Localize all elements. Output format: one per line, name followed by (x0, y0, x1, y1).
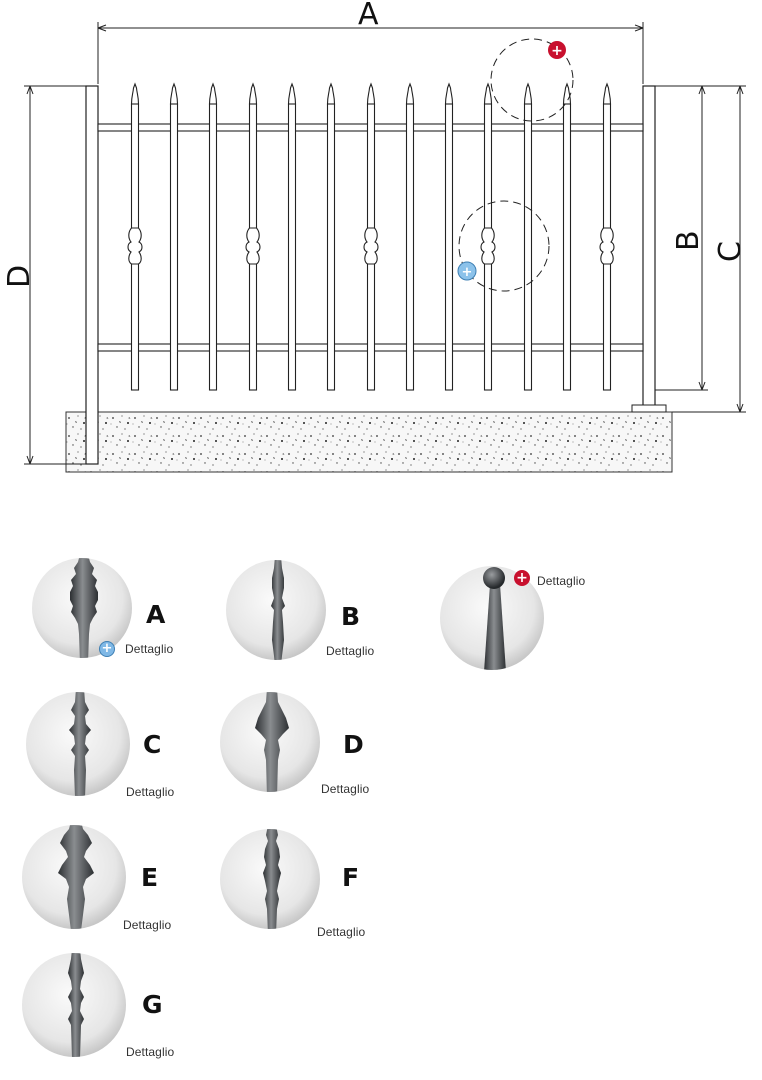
detail-link[interactable]: Dettaglio (126, 785, 175, 799)
bar-spear-tip (366, 82, 376, 105)
detail-link[interactable]: Dettaglio (321, 782, 370, 796)
bar-collar (127, 227, 143, 265)
dimension-c-label: C (713, 241, 748, 262)
fence-bar (444, 82, 454, 391)
dimension-lines (24, 22, 746, 465)
bar-ornament (271, 560, 285, 660)
bar-spear-tip (326, 82, 336, 105)
ornament-image (226, 560, 326, 660)
variant-letter: C (143, 730, 162, 759)
bar-collar (363, 227, 379, 265)
spear-shaft (484, 584, 506, 670)
fence-bar (480, 82, 496, 391)
variant-letter: B (341, 602, 361, 631)
detail-link[interactable]: Dettaglio (123, 918, 172, 932)
detail-link[interactable]: Dettaglio (317, 925, 366, 939)
variant-tile-e[interactable]: E Dettaglio (20, 817, 200, 942)
bar-ornament (263, 829, 281, 929)
ornament-image (220, 692, 320, 792)
ornament-image (22, 825, 126, 929)
variant-tile-g[interactable]: G Dettaglio (20, 945, 200, 1070)
collar-detail-circle (458, 200, 550, 292)
fence-bar (127, 82, 143, 391)
detail-link[interactable]: Dettaglio (126, 1045, 175, 1059)
fence-bar (326, 82, 336, 391)
left-post (85, 85, 99, 465)
variant-tile-a[interactable]: A Dettaglio + (20, 548, 200, 673)
dimension-d-label: D (2, 265, 37, 288)
fence-bar (523, 82, 533, 391)
tip-detail-tile[interactable]: + Dettaglio (440, 560, 610, 675)
variant-letter: G (142, 990, 163, 1019)
fence-diagram: A D B C + + (2, 0, 748, 473)
fence-bar (363, 82, 379, 391)
bar-ornament (69, 692, 91, 796)
bar-spear-tip (405, 82, 415, 105)
detail-link[interactable]: Dettaglio (537, 574, 586, 588)
bar-shaft (169, 103, 179, 391)
fence-bar (599, 82, 615, 391)
variant-tile-b[interactable]: B Dettaglio (210, 548, 390, 673)
bar-spear-tip (483, 82, 493, 105)
plus-icon: + (462, 265, 473, 280)
variant-tile-c[interactable]: C Dettaglio (20, 684, 200, 809)
variant-tile-f[interactable]: F Dettaglio (210, 817, 390, 942)
bar-collar (480, 227, 496, 265)
bar-shaft (444, 103, 454, 391)
bar-spear-tip (169, 82, 179, 105)
ornament-image (220, 829, 320, 929)
bar-spear-tip (130, 82, 140, 105)
bar-spear-tip (208, 82, 218, 105)
bar-shaft (523, 103, 533, 391)
spear-ball (483, 567, 505, 589)
fence-bar (245, 82, 261, 391)
bar-shaft (326, 103, 336, 391)
fence-bar (405, 82, 415, 391)
bar-ornament (70, 558, 98, 658)
ornament-image (22, 953, 126, 1057)
variant-letter: A (146, 600, 166, 629)
bar-ornament (68, 953, 84, 1057)
fence-bars (127, 82, 615, 391)
bar-spear-tip (444, 82, 454, 105)
variant-letter: D (343, 730, 364, 759)
bar-spear-tip (287, 82, 297, 105)
bar-shaft (562, 103, 572, 391)
tip-detail-badge[interactable]: + (548, 41, 566, 59)
bar-collar (599, 227, 615, 265)
bar-spear-tip (562, 82, 572, 105)
detail-link[interactable]: Dettaglio (125, 642, 174, 656)
ornament-image (32, 558, 132, 658)
variant-letter: F (342, 863, 360, 892)
bar-collar (245, 227, 261, 265)
tip-detail-circle (490, 38, 574, 122)
fence-bar (169, 82, 179, 391)
fence-bar (287, 82, 297, 391)
dimension-a-label: A (358, 0, 379, 32)
bar-spear-tip (602, 82, 612, 105)
detail-plus-icon[interactable]: + (514, 570, 530, 586)
bar-shaft (405, 103, 415, 391)
fence-bar (208, 82, 218, 391)
detail-link[interactable]: Dettaglio (326, 644, 375, 658)
collar-detail-badge[interactable]: + (457, 261, 477, 281)
detail-plus-icon[interactable]: + (99, 641, 115, 657)
bar-ornament (58, 825, 94, 929)
plus-icon: + (551, 43, 563, 59)
bar-shaft (287, 103, 297, 391)
bar-spear-tip (248, 82, 258, 105)
concrete-base (65, 411, 673, 473)
right-post-foot (631, 404, 667, 413)
dimension-b-label: B (671, 230, 706, 251)
variant-tile-d[interactable]: D Dettaglio (210, 684, 390, 809)
bar-ornament (255, 692, 289, 792)
fence-bar (562, 82, 572, 391)
variant-letter: E (141, 863, 159, 892)
bar-shaft (208, 103, 218, 391)
bar-spear-tip (523, 82, 533, 105)
right-post (642, 85, 656, 411)
ornament-image (26, 692, 130, 796)
spear-tip-image (440, 566, 544, 670)
